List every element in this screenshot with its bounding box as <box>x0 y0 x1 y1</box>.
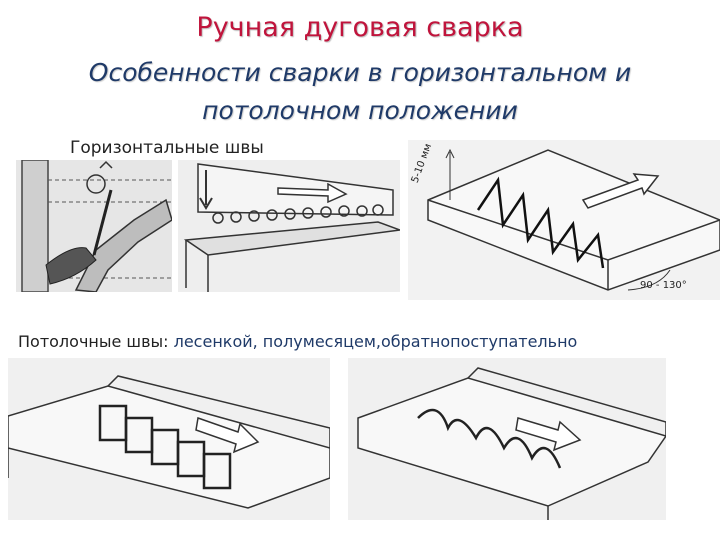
overhead-methods-text: лесенкой, полумесяцем,обратнопоступатель… <box>168 332 578 351</box>
angle-dimension-label: 90 - 130° <box>640 280 687 291</box>
slide-title: Ручная дуговая сварка <box>196 12 524 43</box>
overhead-label: Потолочные швы: <box>18 332 169 351</box>
section-overhead-heading: Потолочные швы: лесенкой, полумесяцем,об… <box>18 332 577 351</box>
section-horizontal-heading: Горизонтальные швы <box>70 138 264 158</box>
overhead-ladder-diagram-image <box>8 358 330 520</box>
horizontal-weld-sketch-image <box>16 160 172 292</box>
slide-subtitle: Особенности сварки в горизонтальном и по… <box>88 58 632 125</box>
horizontal-seam-plates-image <box>178 160 400 292</box>
overhead-crescent-diagram-image <box>348 358 666 520</box>
horizontal-zigzag-diagram-image: 5-10 мм 90 - 130° <box>408 140 720 300</box>
